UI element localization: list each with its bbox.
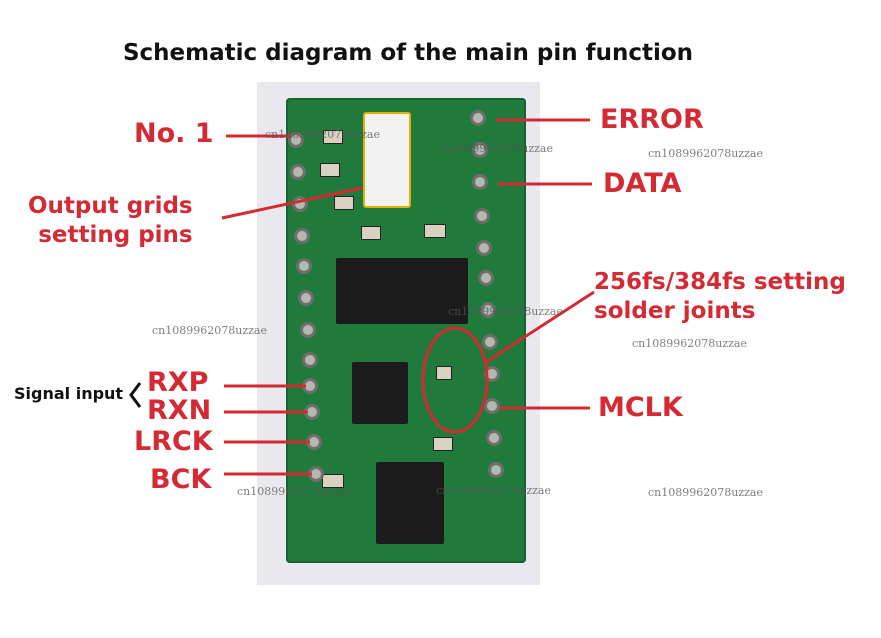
dir9001-chip	[336, 258, 468, 324]
watermark: cn1089962078uzzae	[438, 142, 553, 155]
pin-right	[478, 270, 494, 286]
label-rxn: RXN	[147, 395, 212, 426]
label-signal-input: Signal input	[14, 384, 124, 403]
label-no1: No. 1	[134, 118, 214, 149]
pin-left	[296, 258, 312, 274]
smd-component	[334, 196, 354, 210]
pin-left	[290, 164, 306, 180]
pin-right	[476, 240, 492, 256]
watermark: cn1089962078uzzae	[237, 485, 352, 498]
pin-right	[480, 302, 496, 318]
label-error: ERROR	[600, 104, 704, 135]
pin-right	[486, 430, 502, 446]
regulator-chip	[376, 462, 444, 544]
label-output-grids: Output grids setting pins	[28, 193, 193, 248]
smd-component	[424, 224, 446, 238]
pin-left	[302, 352, 318, 368]
pin-right	[472, 142, 488, 158]
smd-component	[361, 226, 381, 240]
pin-left	[294, 228, 310, 244]
smd-component	[320, 163, 340, 177]
pin-data	[472, 174, 488, 190]
smd-component	[436, 366, 452, 380]
label-fs-setting: 256fs/384fs setting solder joints	[594, 269, 846, 324]
smd-component	[323, 130, 343, 144]
pin-left	[288, 132, 304, 148]
label-lrck: LRCK	[134, 426, 213, 457]
label-bck: BCK	[150, 464, 212, 495]
watermark: cn1089962078uzzae	[632, 337, 747, 350]
watermark: cn1089962078uzzae	[448, 305, 563, 318]
watermark: cn1089962078uzzae	[648, 486, 763, 499]
label-data: DATA	[603, 168, 682, 199]
pin-error	[470, 110, 486, 126]
smd-component	[322, 474, 344, 488]
watermark: cn1089962078uzzae	[152, 324, 267, 337]
label-mclk: MCLK	[598, 392, 683, 423]
output-header-connector	[363, 112, 411, 208]
opamp-chip	[352, 362, 408, 424]
pin-left	[300, 322, 316, 338]
watermark: cn1089962078uzzae	[436, 484, 551, 497]
label-rxp: RXP	[147, 367, 209, 398]
watermark: cn1089962078uzzae	[648, 147, 763, 160]
pin-right	[474, 208, 490, 224]
pin-left	[298, 290, 314, 306]
page-title: Schematic diagram of the main pin functi…	[122, 40, 694, 66]
pin-right	[488, 462, 504, 478]
pin-right	[482, 334, 498, 350]
watermark: cn1089962078uzzae	[265, 128, 380, 141]
smd-component	[433, 437, 453, 451]
pin-mclk	[484, 398, 500, 414]
